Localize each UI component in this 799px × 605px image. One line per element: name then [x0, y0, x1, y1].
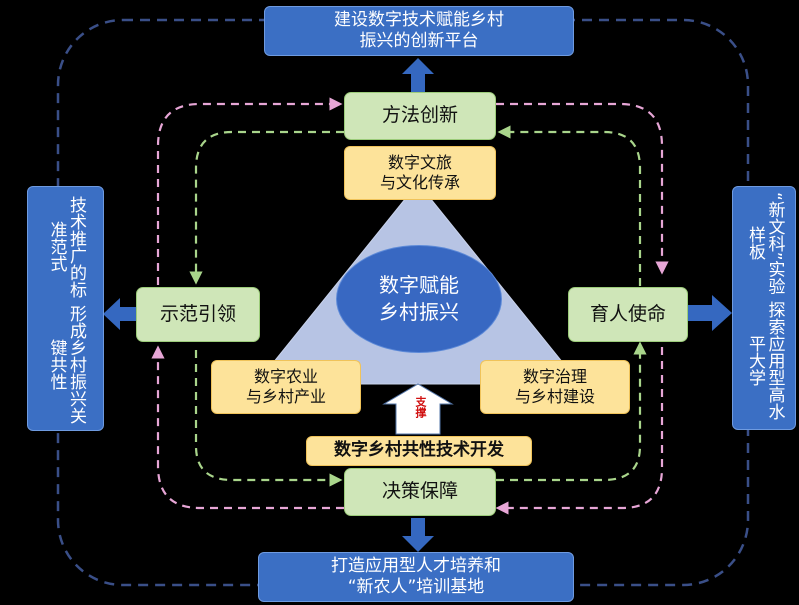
- support-arrow: [382, 383, 454, 435]
- left-goal-box: 技术推广的标准范式 形成乡村振兴关键共性: [27, 186, 104, 431]
- top-goal-box: 建设数字技术赋能乡村 振兴的创新平台: [264, 6, 574, 56]
- method-innovation-box: 方法创新: [344, 92, 496, 140]
- digital-agriculture-box: 数字农业 与乡村产业: [211, 360, 361, 414]
- right-goal-line-2: 探索应用型高水平大学: [745, 300, 785, 420]
- block-arrows: [103, 58, 732, 552]
- pink-loop: [151, 97, 669, 515]
- right-goal-line-1: “新文科”实验样板: [745, 191, 785, 295]
- education-mission-box: 育人使命: [568, 287, 688, 342]
- left-goal-line-2: 形成乡村振兴关键共性: [46, 304, 87, 424]
- right-goal-box: “新文科”实验样板 探索应用型高水平大学: [732, 186, 796, 430]
- bottom-goal-box: 打造应用型人才培养和 “新农人”培训基地: [258, 552, 574, 602]
- decision-support-box: 决策保障: [344, 468, 496, 516]
- center-theme-ellipse: 数字赋能 乡村振兴: [336, 245, 502, 353]
- green-loop: [189, 125, 647, 487]
- demonstration-lead-box: 示范引领: [136, 287, 260, 342]
- digital-tourism-box: 数字文旅 与文化传承: [344, 146, 496, 200]
- support-label: 支撑: [414, 396, 427, 418]
- digital-governance-box: 数字治理 与乡村建设: [480, 360, 630, 414]
- left-goal-line-1: 技术推广的标准范式: [46, 195, 87, 298]
- common-tech-box: 数字乡村共性技术开发: [306, 436, 532, 466]
